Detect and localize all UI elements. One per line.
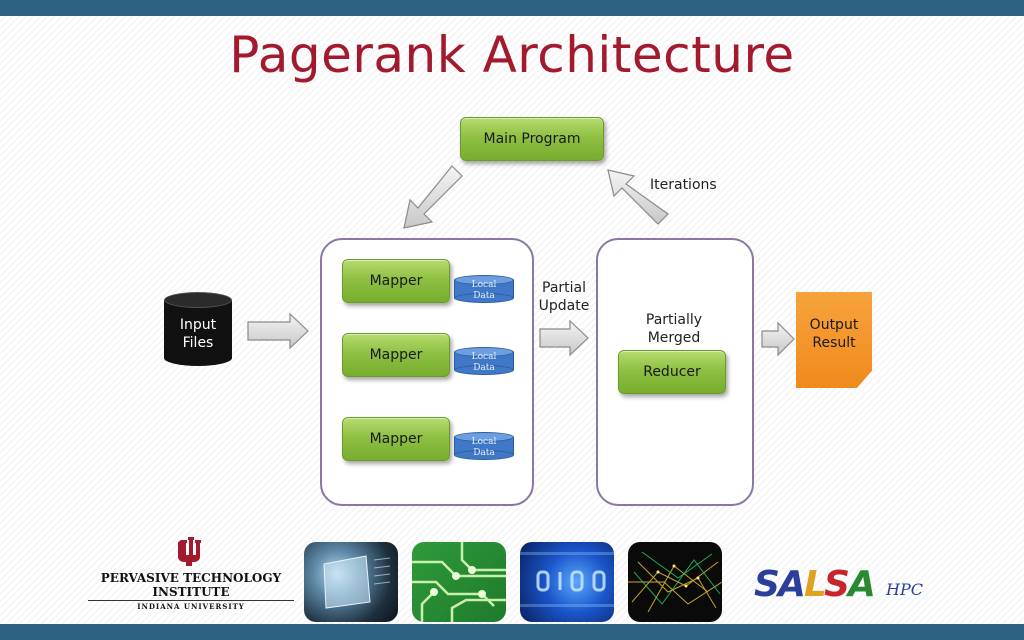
top-bar — [0, 0, 1024, 16]
input-files-label: Input Files — [179, 317, 217, 351]
svg-text:L: L — [804, 564, 827, 604]
pti-divider — [88, 600, 294, 601]
svg-text:A: A — [845, 564, 876, 604]
svg-text:S: S — [824, 564, 850, 604]
iterations-label: Iterations — [650, 177, 717, 193]
iu-trident-icon — [178, 537, 201, 566]
reducer-label: Reducer — [643, 364, 701, 380]
local-data-cylinder: Local Data — [454, 275, 514, 303]
main-program-label: Main Program — [483, 131, 581, 147]
arrow-main-to-mappers — [403, 165, 463, 229]
pti-name-line1: PERVASIVE TECHNOLOGY — [100, 571, 282, 585]
partial-update-label: Partial Update — [538, 280, 590, 314]
pti-logo: PERVASIVE TECHNOLOGY INSTITUTE INDIANA U… — [88, 536, 294, 616]
reducer-box: Reducer — [618, 350, 726, 394]
pti-name-line3: INDIANA UNIVERSITY — [137, 602, 245, 611]
local-data-label: Local Data — [471, 352, 497, 373]
mapper-label: Mapper — [369, 347, 423, 363]
mapper-box: Mapper — [342, 259, 450, 303]
local-data-label: Local Data — [471, 280, 497, 301]
local-data-label: Local Data — [471, 437, 497, 458]
arrow-input-to-mappers — [247, 312, 309, 350]
svg-text:A: A — [775, 564, 806, 604]
bottom-bar — [0, 624, 1024, 640]
local-data-cylinder: Local Data — [454, 432, 514, 460]
mapper-label: Mapper — [369, 431, 423, 447]
mapper-label: Mapper — [369, 273, 423, 289]
output-result-document: Output Result — [796, 292, 872, 388]
mapper-box: Mapper — [342, 333, 450, 377]
binary-code-image — [520, 542, 614, 622]
pti-name-line2: INSTITUTE — [152, 585, 230, 599]
slide-title: Pagerank Architecture — [229, 26, 795, 84]
input-files-cylinder: Input Files — [164, 292, 232, 366]
network-map-image — [628, 542, 722, 622]
local-data-cylinder: Local Data — [454, 347, 514, 375]
output-result-label: Output Result — [809, 317, 859, 351]
partially-merged-label: Partially Merged — [645, 312, 703, 346]
arrow-reducer-to-output — [761, 321, 795, 357]
salsa-wordmark: S A L S A — [754, 564, 876, 604]
salsa-hpc-logo: S A L S A HPC — [754, 560, 934, 604]
hpc-label: HPC — [886, 580, 923, 599]
arrow-partial-update — [539, 319, 589, 357]
circuit-board-image — [412, 542, 506, 622]
mapper-box: Mapper — [342, 417, 450, 461]
arrow-reducer-to-main — [607, 169, 669, 225]
svg-text:S: S — [754, 564, 780, 604]
main-program-box: Main Program — [460, 117, 604, 161]
computer-screen-image — [304, 542, 398, 622]
